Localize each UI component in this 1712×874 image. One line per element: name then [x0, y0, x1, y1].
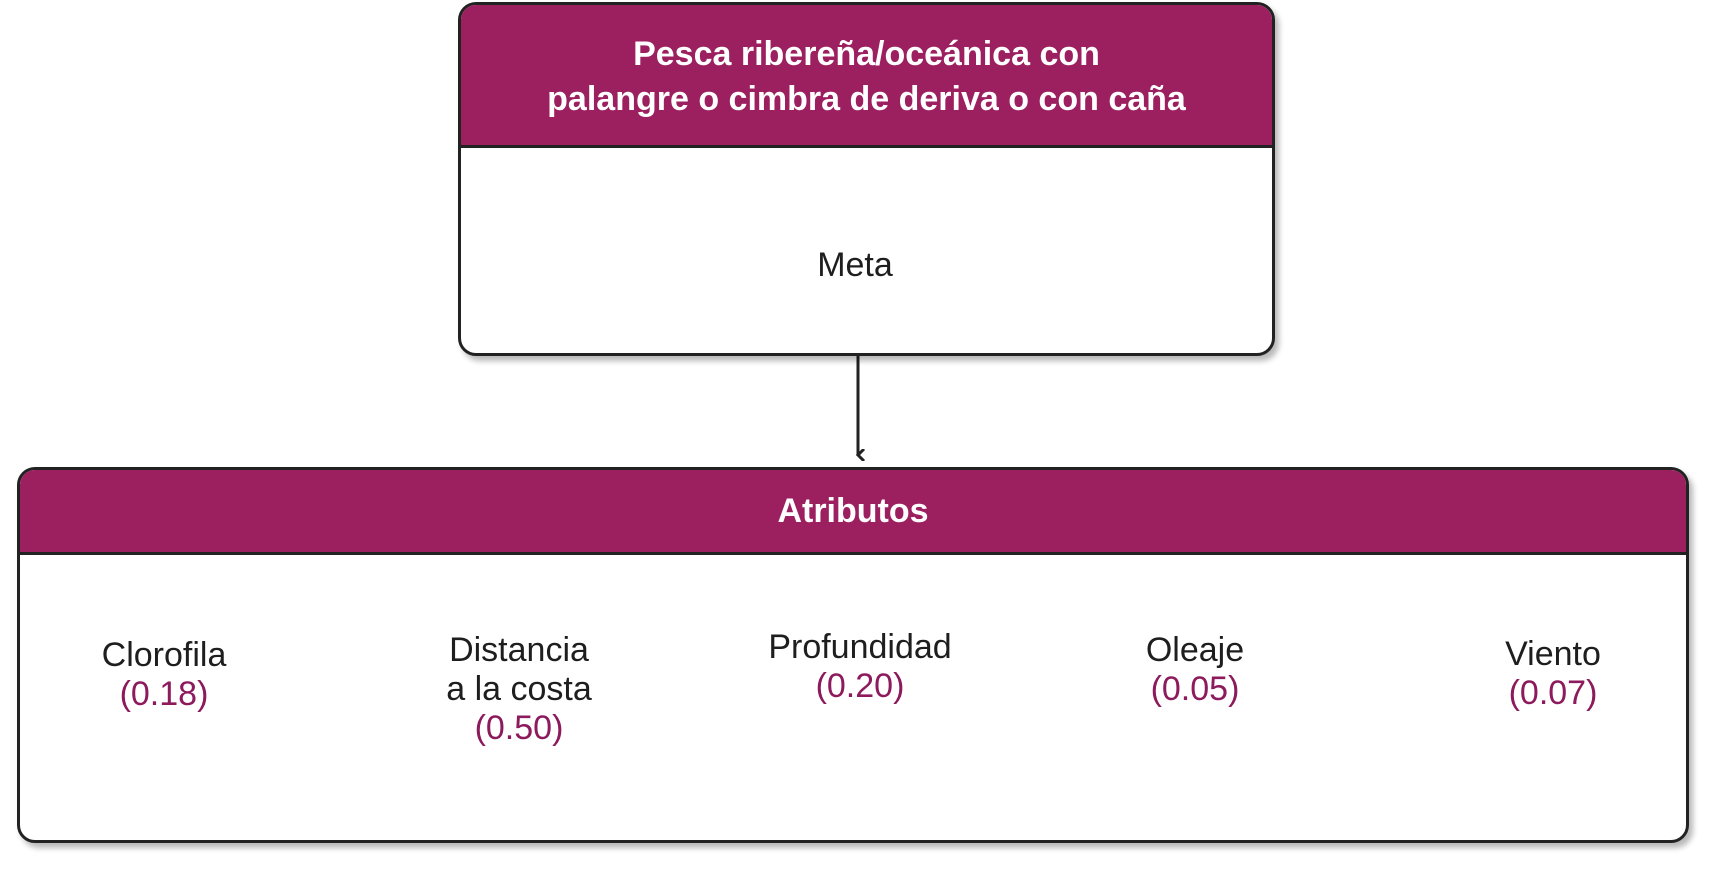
attributes-box: Atributos [17, 467, 1689, 843]
attribute-weight: (0.07) [1508, 674, 1598, 712]
attribute-name: Viento [1505, 635, 1601, 673]
attribute-weight: (0.05) [1150, 670, 1240, 708]
attribute-profundidad: Profundidad (0.20) [768, 628, 951, 706]
attributes-header: Atributos [20, 470, 1686, 555]
fishing-method-title-line1: Pesca ribereña/oceánica con [633, 35, 1100, 73]
attribute-name: Clorofila [101, 636, 227, 674]
attribute-name-line2: a la costa [446, 670, 592, 708]
fishing-method-title-line2: palangre o cimbra de deriva o con caña [547, 80, 1186, 118]
fishing-method-box: Pesca ribereña/oceánica con palangre o c… [458, 2, 1275, 356]
attributes-title: Atributos [777, 491, 929, 530]
attribute-name-line1: Distancia [449, 631, 589, 669]
attribute-weight: (0.50) [474, 709, 564, 747]
attribute-distancia-costa: Distancia a la costa (0.50) [446, 631, 592, 748]
attribute-weight: (0.18) [119, 675, 209, 713]
attribute-viento: Viento (0.07) [1505, 635, 1601, 713]
goal-label: Meta [817, 246, 893, 284]
attribute-name: Profundidad [768, 628, 952, 666]
attribute-weight: (0.20) [815, 667, 905, 705]
fishing-method-header: Pesca ribereña/oceánica con palangre o c… [461, 5, 1272, 148]
attribute-clorofila: Clorofila (0.18) [102, 636, 227, 714]
attribute-oleaje: Oleaje (0.05) [1146, 631, 1244, 709]
attribute-name: Oleaje [1145, 631, 1245, 669]
